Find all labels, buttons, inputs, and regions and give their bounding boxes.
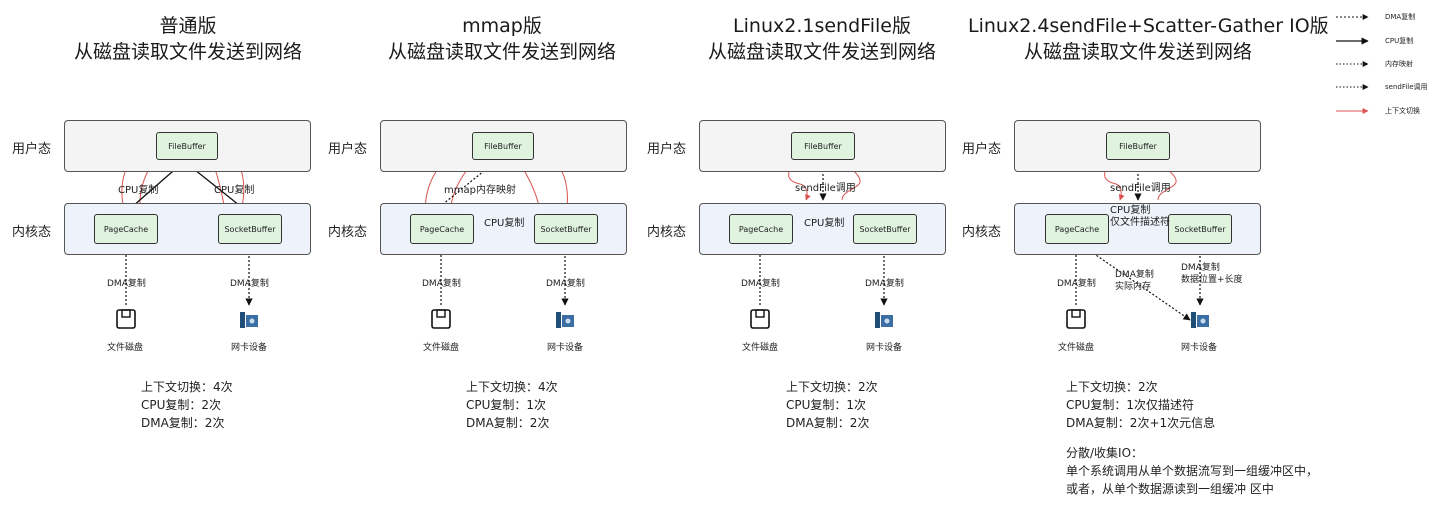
network-card-icon bbox=[875, 312, 893, 328]
kernel-mode-label: 内核态 bbox=[647, 225, 687, 240]
legend-mmap: 内存映射 bbox=[1385, 60, 1413, 68]
network-card-icon bbox=[240, 312, 258, 328]
cpu-copy-label: CPU复制 bbox=[484, 218, 525, 229]
page-cache-node: PageCache bbox=[94, 214, 158, 244]
legend-lines bbox=[1336, 14, 1369, 114]
diagram-title: mmap版 从磁盘读取文件发送到网络 bbox=[362, 13, 642, 65]
title-line: 从磁盘读取文件发送到网络 bbox=[707, 41, 936, 63]
user-mode-label: 用户态 bbox=[647, 142, 687, 157]
dma-metadata-label: DMA复制 数据位置+长度 bbox=[1181, 262, 1243, 286]
kernel-mode-label: 内核态 bbox=[328, 225, 368, 240]
disk-icon bbox=[750, 309, 770, 329]
user-mode-label: 用户态 bbox=[12, 142, 52, 157]
network-card-icon bbox=[1191, 312, 1209, 328]
dma-copy-label: DMA复制 bbox=[865, 279, 904, 289]
sendfile-label: sendFile调用 bbox=[795, 183, 856, 194]
note-line: 单个系统调用从单个数据流写到一组缓冲区中， bbox=[1066, 464, 1319, 478]
network-card-icon bbox=[556, 312, 574, 328]
socket-buffer-node: SocketBuffer bbox=[218, 214, 282, 244]
stat-cpu-copy: CPU复制：2次 bbox=[141, 398, 222, 412]
kernel-mode-label: 内核态 bbox=[962, 225, 1002, 240]
stats-block: 上下文切换：2次 CPU复制：1次 DMA复制：2次 bbox=[786, 378, 878, 432]
title-line: 从磁盘读取文件发送到网络 bbox=[387, 41, 616, 63]
cpu-copy-label: CPU复制 bbox=[804, 218, 845, 229]
page-cache-node: PageCache bbox=[410, 214, 474, 244]
diagram-title: Linux2.1sendFile版 从磁盘读取文件发送到网络 bbox=[682, 13, 962, 65]
dma-label-line: DMA复制 bbox=[1115, 270, 1154, 280]
note-line: 或者，从单个数据源读到一组缓冲 区中 bbox=[1066, 482, 1274, 496]
socket-buffer-node: SocketBuffer bbox=[1168, 214, 1232, 244]
stat-cpu-copy: CPU复制：1次仅描述符 bbox=[1066, 398, 1195, 412]
stat-cpu-copy: CPU复制：1次 bbox=[786, 398, 867, 412]
disk-icon bbox=[1066, 309, 1086, 329]
disk-label: 文件磁盘 bbox=[423, 343, 460, 353]
diagram-title: 普通版 从磁盘读取文件发送到网络 bbox=[48, 13, 328, 65]
stats-block: 上下文切换：4次 CPU复制：2次 DMA复制：2次 bbox=[141, 378, 233, 432]
title-line: 普通版 bbox=[159, 15, 217, 37]
stat-context-switch: 上下文切换：2次 bbox=[1066, 380, 1158, 394]
disk-icon bbox=[431, 309, 451, 329]
dma-actual-memory-label: DMA复制 实际内存 bbox=[1115, 269, 1154, 293]
dma-copy-label: DMA复制 bbox=[546, 279, 585, 289]
disk-label: 文件磁盘 bbox=[742, 343, 779, 353]
cpu-copy-label-line: CPU复制 bbox=[1110, 205, 1151, 216]
diagram-title: Linux2.4sendFile+Scatter-Gather IO版 从磁盘读… bbox=[968, 13, 1329, 65]
dma-copy-label: DMA复制 bbox=[422, 279, 461, 289]
dma-copy-label: DMA复制 bbox=[107, 279, 146, 289]
legend-context-switch: 上下文切换 bbox=[1385, 107, 1420, 115]
nic-label: 网卡设备 bbox=[1181, 343, 1218, 353]
nic-label: 网卡设备 bbox=[231, 343, 268, 353]
disk-label: 文件磁盘 bbox=[107, 343, 144, 353]
socket-buffer-node: SocketBuffer bbox=[534, 214, 598, 244]
cpu-copy-label-line: 仅文件描述符 bbox=[1110, 217, 1170, 228]
cpu-copy-label: CPU复制 bbox=[214, 185, 255, 196]
file-buffer-node: FileBuffer bbox=[156, 132, 218, 160]
disk-icon bbox=[116, 309, 136, 329]
title-line: mmap版 bbox=[462, 15, 542, 37]
dma-label-line: 实际内存 bbox=[1115, 282, 1152, 292]
title-line: Linux2.1sendFile版 bbox=[733, 15, 911, 37]
stat-context-switch: 上下文切换：2次 bbox=[786, 380, 878, 394]
user-mode-label: 用户态 bbox=[328, 142, 368, 157]
disk-label: 文件磁盘 bbox=[1058, 343, 1095, 353]
file-buffer-node: FileBuffer bbox=[791, 132, 855, 160]
stat-dma-copy: DMA复制：2次 bbox=[786, 416, 870, 430]
dma-copy-label: DMA复制 bbox=[230, 279, 269, 289]
title-line: 从磁盘读取文件发送到网络 bbox=[1023, 41, 1252, 63]
stat-context-switch: 上下文切换：4次 bbox=[141, 380, 233, 394]
page-cache-node: PageCache bbox=[1045, 214, 1109, 244]
legend-dma: DMA复制 bbox=[1385, 13, 1416, 21]
nic-label: 网卡设备 bbox=[547, 343, 584, 353]
legend-sendfile: sendFile调用 bbox=[1385, 83, 1428, 91]
kernel-mode-label: 内核态 bbox=[12, 225, 52, 240]
file-buffer-node: FileBuffer bbox=[1106, 132, 1170, 160]
legend-cpu: CPU复制 bbox=[1385, 37, 1414, 45]
stats-block: 上下文切换：2次 CPU复制：1次仅描述符 DMA复制：2次+1次元信息 bbox=[1066, 378, 1215, 432]
dma-label-line: 数据位置+长度 bbox=[1181, 275, 1243, 285]
title-line: Linux2.4sendFile+Scatter-Gather IO版 bbox=[968, 15, 1329, 37]
file-buffer-node: FileBuffer bbox=[472, 132, 534, 160]
user-mode-label: 用户态 bbox=[962, 142, 1002, 157]
stat-dma-copy: DMA复制：2次 bbox=[466, 416, 550, 430]
sendfile-label: sendFile调用 bbox=[1110, 183, 1171, 194]
dma-label-line: DMA复制 bbox=[1181, 263, 1220, 273]
socket-buffer-node: SocketBuffer bbox=[853, 214, 917, 244]
cpu-copy-label: CPU复制 bbox=[118, 185, 159, 196]
stat-context-switch: 上下文切换：4次 bbox=[466, 380, 558, 394]
dma-copy-label: DMA复制 bbox=[1057, 279, 1096, 289]
stat-dma-copy: DMA复制：2次 bbox=[141, 416, 225, 430]
cpu-copy-label: CPU复制 仅文件描述符 bbox=[1110, 205, 1170, 229]
note-line: 分散/收集IO： bbox=[1066, 446, 1144, 460]
page-cache-node: PageCache bbox=[729, 214, 793, 244]
mmap-label: mmap内存映射 bbox=[444, 185, 516, 196]
nic-label: 网卡设备 bbox=[866, 343, 903, 353]
dma-copy-label: DMA复制 bbox=[741, 279, 780, 289]
stats-block: 上下文切换：4次 CPU复制：1次 DMA复制：2次 bbox=[466, 378, 558, 432]
scatter-gather-note: 分散/收集IO： 单个系统调用从单个数据流写到一组缓冲区中， 或者，从单个数据源… bbox=[1066, 444, 1318, 498]
stat-dma-copy: DMA复制：2次+1次元信息 bbox=[1066, 416, 1216, 430]
stat-cpu-copy: CPU复制：1次 bbox=[466, 398, 547, 412]
title-line: 从磁盘读取文件发送到网络 bbox=[73, 41, 302, 63]
